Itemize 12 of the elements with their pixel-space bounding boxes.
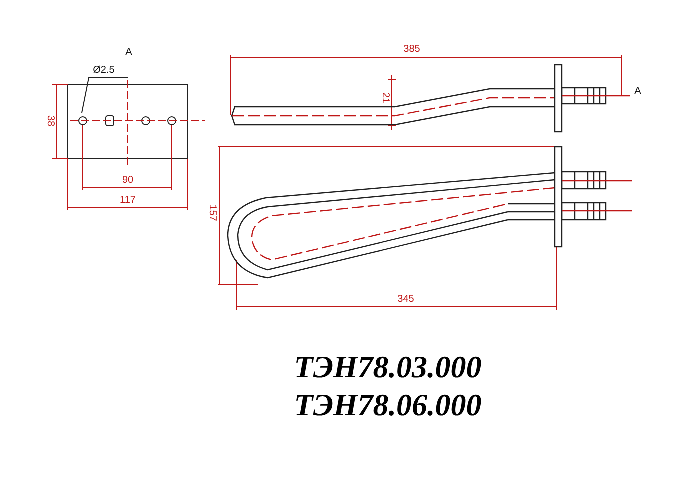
view-marker: Ø2.5 bbox=[93, 66, 115, 76]
dimension-label: 345 bbox=[398, 295, 414, 305]
view-marker: А bbox=[634, 87, 642, 97]
dimension-label: 21 bbox=[380, 92, 390, 104]
part-number: ТЭН78.03.000 bbox=[294, 352, 482, 382]
dimension-label: 385 bbox=[404, 45, 420, 55]
dimension-label: 38 bbox=[45, 115, 55, 127]
dimension-label: 157 bbox=[207, 204, 217, 222]
dimension-label: 117 bbox=[120, 196, 136, 206]
view-marker: А bbox=[126, 48, 132, 58]
part-number: ТЭН78.06.000 bbox=[294, 390, 482, 420]
dimension-label: 90 bbox=[122, 176, 134, 186]
